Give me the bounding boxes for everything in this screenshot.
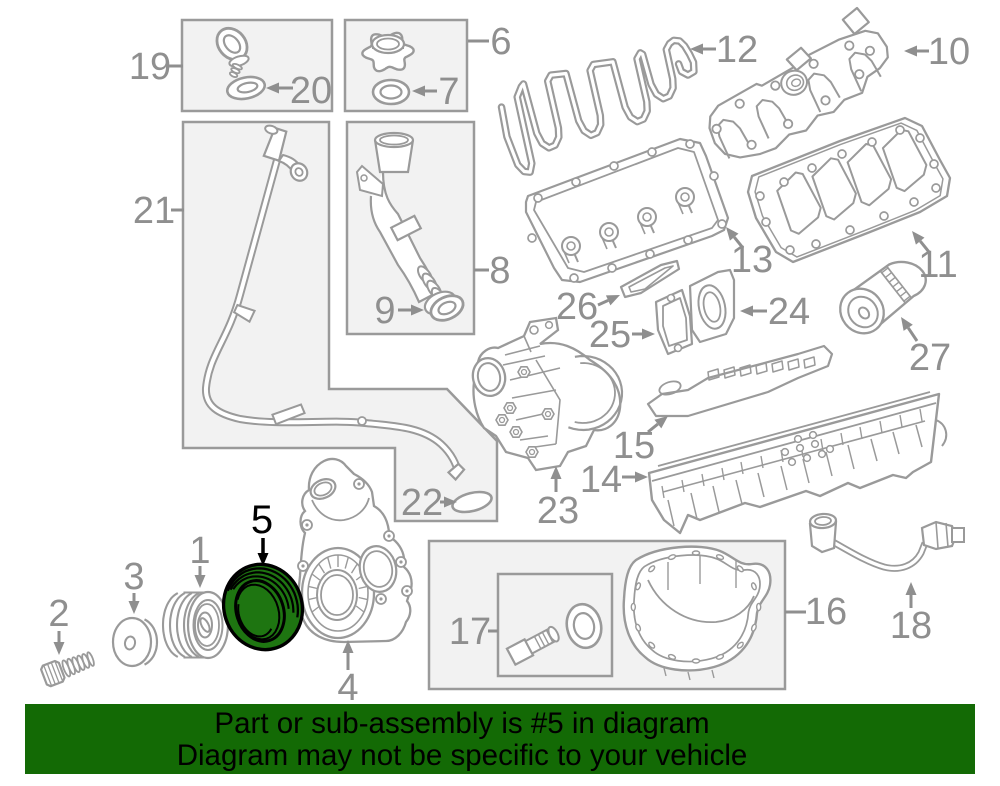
svg-text:1: 1 (189, 530, 210, 572)
svg-text:21: 21 (133, 190, 175, 232)
svg-text:10: 10 (928, 31, 970, 73)
svg-text:5: 5 (251, 498, 273, 542)
svg-text:23: 23 (537, 490, 579, 532)
svg-text:19: 19 (129, 46, 171, 88)
svg-text:16: 16 (805, 591, 847, 633)
svg-text:25: 25 (589, 314, 631, 356)
svg-text:7: 7 (438, 71, 459, 113)
svg-text:22: 22 (401, 482, 443, 524)
svg-text:2: 2 (48, 593, 69, 635)
svg-text:24: 24 (768, 291, 810, 333)
svg-text:14: 14 (580, 459, 622, 501)
svg-text:8: 8 (489, 250, 510, 292)
svg-text:18: 18 (890, 605, 932, 647)
svg-text:11: 11 (918, 244, 957, 286)
svg-text:3: 3 (123, 556, 144, 598)
svg-text:Diagram may not be specific to: Diagram may not be specific to your vehi… (177, 739, 748, 772)
svg-text:4: 4 (337, 667, 358, 709)
svg-text:26: 26 (556, 286, 598, 328)
svg-text:27: 27 (909, 337, 951, 379)
svg-text:Part or sub-assembly is #5 in: Part or sub-assembly is #5 in diagram (214, 707, 709, 740)
svg-text:12: 12 (716, 29, 758, 71)
svg-text:6: 6 (490, 21, 511, 63)
svg-text:20: 20 (290, 70, 332, 112)
svg-text:17: 17 (449, 611, 491, 653)
svg-text:13: 13 (731, 239, 773, 281)
svg-text:9: 9 (374, 290, 395, 332)
